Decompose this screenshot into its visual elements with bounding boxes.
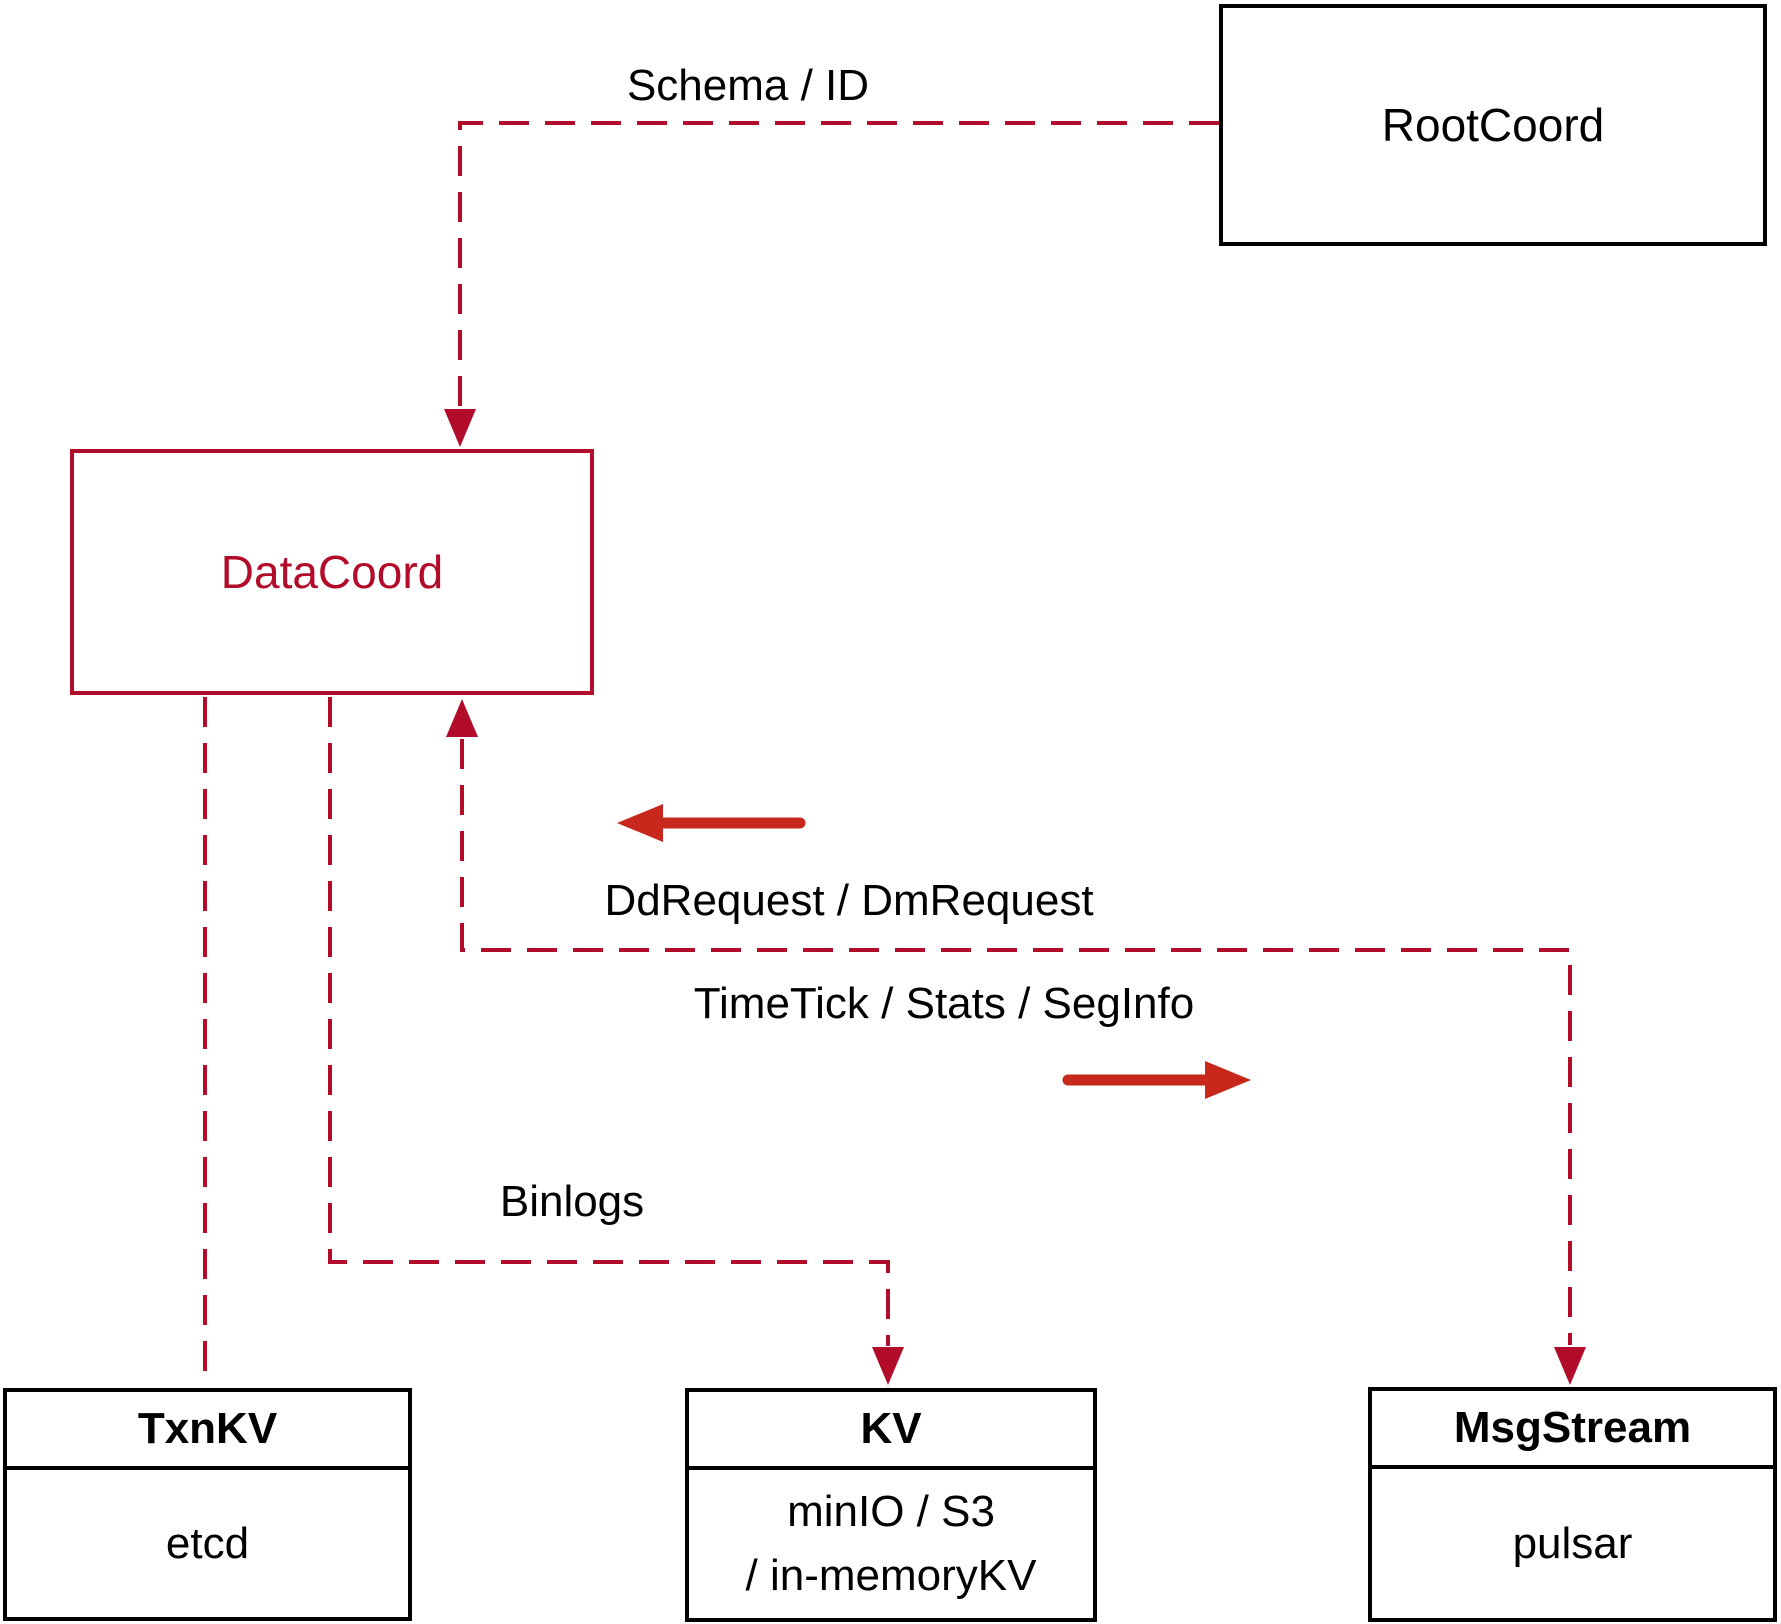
flow-right-arrow-icon [1062, 1061, 1251, 1099]
msgstream-dashed-line [460, 739, 1572, 1345]
arrowhead-down-icon [444, 409, 476, 447]
rootcoord-label: RootCoord [1381, 99, 1605, 151]
rootcoord-node: RootCoord [1219, 4, 1767, 246]
txnkv-node: TxnKV etcd [3, 1388, 412, 1621]
ddrequest-dmrequest-edge-label: DdRequest / DmRequest [604, 876, 1094, 925]
kv-title: KV [689, 1392, 1093, 1470]
arrowhead-up-icon [446, 699, 478, 737]
datacoord-label: DataCoord [220, 546, 444, 598]
schema-id-dashed-line [458, 121, 1219, 411]
flow-left-arrow-head [617, 804, 663, 842]
msgstream-title: MsgStream [1372, 1391, 1773, 1469]
kv-node: KV minIO / S3 / in-memoryKV [685, 1388, 1097, 1622]
binlogs-edge-label: Binlogs [499, 1177, 645, 1226]
schema-id-edge-label: Schema / ID [626, 61, 870, 110]
timetick-stats-seginfo-edge-label: TimeTick / Stats / SegInfo [693, 979, 1195, 1028]
arrowhead-down-icon [872, 1347, 904, 1385]
msgstream-node: MsgStream pulsar [1368, 1387, 1777, 1622]
binlogs-connector [328, 697, 904, 1385]
binlogs-dashed-line [328, 697, 890, 1346]
flow-right-arrow-head [1205, 1061, 1251, 1099]
arrowhead-down-icon [1554, 1347, 1586, 1385]
msgstream-datacoord-connector [446, 699, 1586, 1385]
kv-body-line1: minIO / S3 [787, 1487, 995, 1537]
msgstream-body: pulsar [1512, 1518, 1633, 1568]
txnkv-title: TxnKV [7, 1392, 408, 1470]
schema-id-connector [444, 121, 1219, 447]
txnkv-body: etcd [165, 1518, 250, 1568]
flow-left-arrow-icon [617, 804, 806, 842]
kv-body-line2: / in-memoryKV [745, 1551, 1037, 1600]
datacoord-node: DataCoord [70, 449, 594, 695]
